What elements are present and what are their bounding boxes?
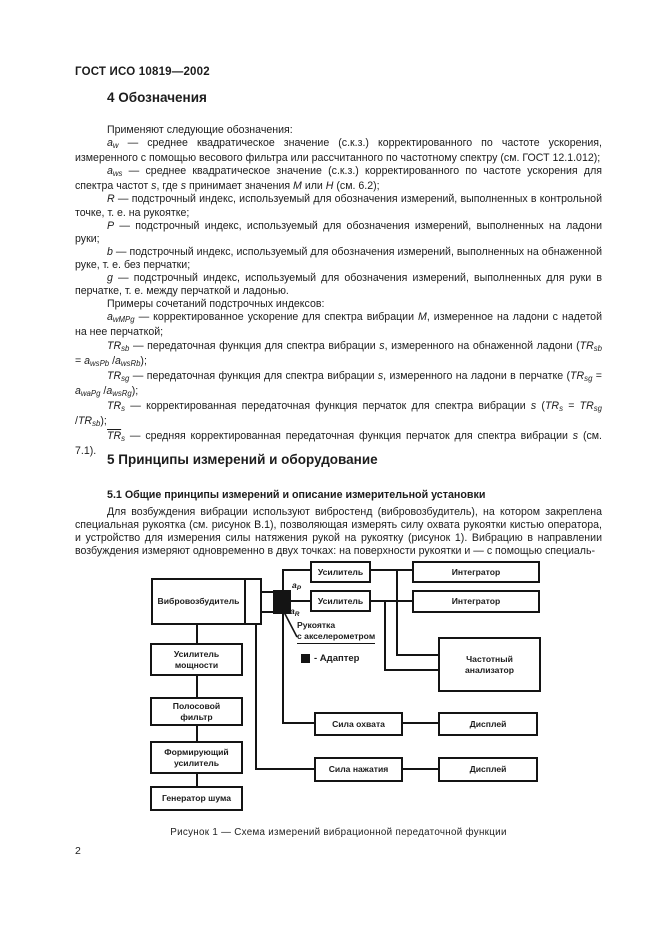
connector-line (282, 569, 284, 724)
section-4-title: 4 Обозначения (107, 90, 207, 105)
accel-subscript: Р (296, 585, 302, 592)
box-power-amplifier: Усилитель мощности (150, 643, 243, 676)
section-5-1-title: 5.1 Общие принципы измерений и описание … (107, 489, 486, 501)
paragraph: b — подстрочный индекс, используемый для… (75, 245, 602, 271)
connector-line (384, 669, 438, 671)
adapter-legend-text: - Адаптер (314, 653, 360, 664)
paragraph: aws — среднее квадратическое значение (с… (75, 165, 602, 193)
paragraph: Применяют следующие обозначения: (107, 124, 293, 136)
box-grip-force: Сила охвата (314, 712, 403, 736)
figure-caption: Рисунок 1 — Схема измерений вибрационной… (170, 827, 507, 838)
box-integrator-2: Интегратор (412, 590, 540, 613)
adapter-square-icon (273, 590, 291, 614)
exciter-divider (244, 580, 246, 623)
box-bandpass-filter: Полосовой фильтр (150, 697, 243, 726)
connector-line (384, 600, 386, 671)
paragraph: awMPg — корректированное ускорение для с… (75, 311, 602, 339)
connector-line (255, 768, 314, 770)
paragraph: TRs — средняя корректированная передаточ… (75, 430, 602, 458)
box-shaping-amplifier: Формирующий усилитель (150, 741, 243, 774)
connector-line (282, 722, 314, 724)
accel-label-palm: аР (292, 580, 301, 592)
section-5-body: Для возбуждения вибрации используют вибр… (75, 506, 602, 558)
box-integrator-1: Интегратор (412, 561, 540, 583)
connector-line (371, 569, 412, 571)
adapter-legend: - Адаптер (301, 653, 359, 664)
box-push-force: Сила нажатия (314, 757, 403, 782)
connector-line (403, 768, 438, 770)
connector-line (255, 625, 257, 770)
box-display-1: Дисплей (438, 712, 538, 736)
paragraph: Для возбуждения вибрации используют вибр… (75, 506, 602, 558)
box-vibration-exciter: Вибровозбудитель (151, 578, 262, 625)
handle-label-line2: с акселерометром (297, 631, 376, 644)
paragraph: TRs — корректированная передаточная функ… (75, 399, 602, 428)
connector-line (403, 722, 438, 724)
accel-base: а (290, 606, 295, 616)
section-4-body: Применяют следующие обозначения: aw — ср… (75, 124, 602, 458)
document-header: ГОСТ ИСО 10819—2002 (75, 66, 210, 78)
box-frequency-analyzer: Частотный анализатор (438, 637, 541, 692)
accel-base: а (292, 580, 297, 590)
box-amplifier-1: Усилитель (310, 561, 371, 583)
connector-line (262, 591, 276, 593)
paragraph: TRsb — передаточная функция для спектра … (75, 339, 603, 368)
page-number: 2 (75, 845, 81, 857)
connector-line (371, 600, 412, 602)
paragraph: aw — среднее квадратическое значение (с.… (75, 137, 602, 165)
paragraph: Примеры сочетаний подстрочных индексов: (107, 298, 325, 311)
connector-line (290, 600, 310, 602)
connector-line (282, 569, 310, 571)
box-noise-generator: Генератор шума (150, 786, 243, 811)
paragraph: TRsg — передаточная функция для спектра … (75, 369, 602, 398)
box-amplifier-2: Усилитель (310, 590, 371, 612)
accel-label-handle: аR (290, 606, 299, 618)
section-5-title: 5 Принципы измерений и оборудование (107, 452, 378, 467)
box-display-2: Дисплей (438, 757, 538, 782)
handle-label-line1: Рукоятка (297, 620, 336, 630)
handle-accelerometer-label: Рукоятка с акселерометром (297, 620, 376, 644)
connector-line (396, 654, 438, 656)
connector-line (262, 611, 276, 613)
paragraph: P — подстрочный индекс, используемый для… (75, 219, 602, 245)
accel-subscript: R (294, 611, 300, 618)
connector-line (396, 569, 398, 656)
paragraph: g — подстрочный индекс, используемый для… (75, 272, 602, 298)
adapter-swatch-icon (301, 654, 310, 663)
paragraph: R — подстрочный индекс, используемый для… (75, 193, 602, 219)
